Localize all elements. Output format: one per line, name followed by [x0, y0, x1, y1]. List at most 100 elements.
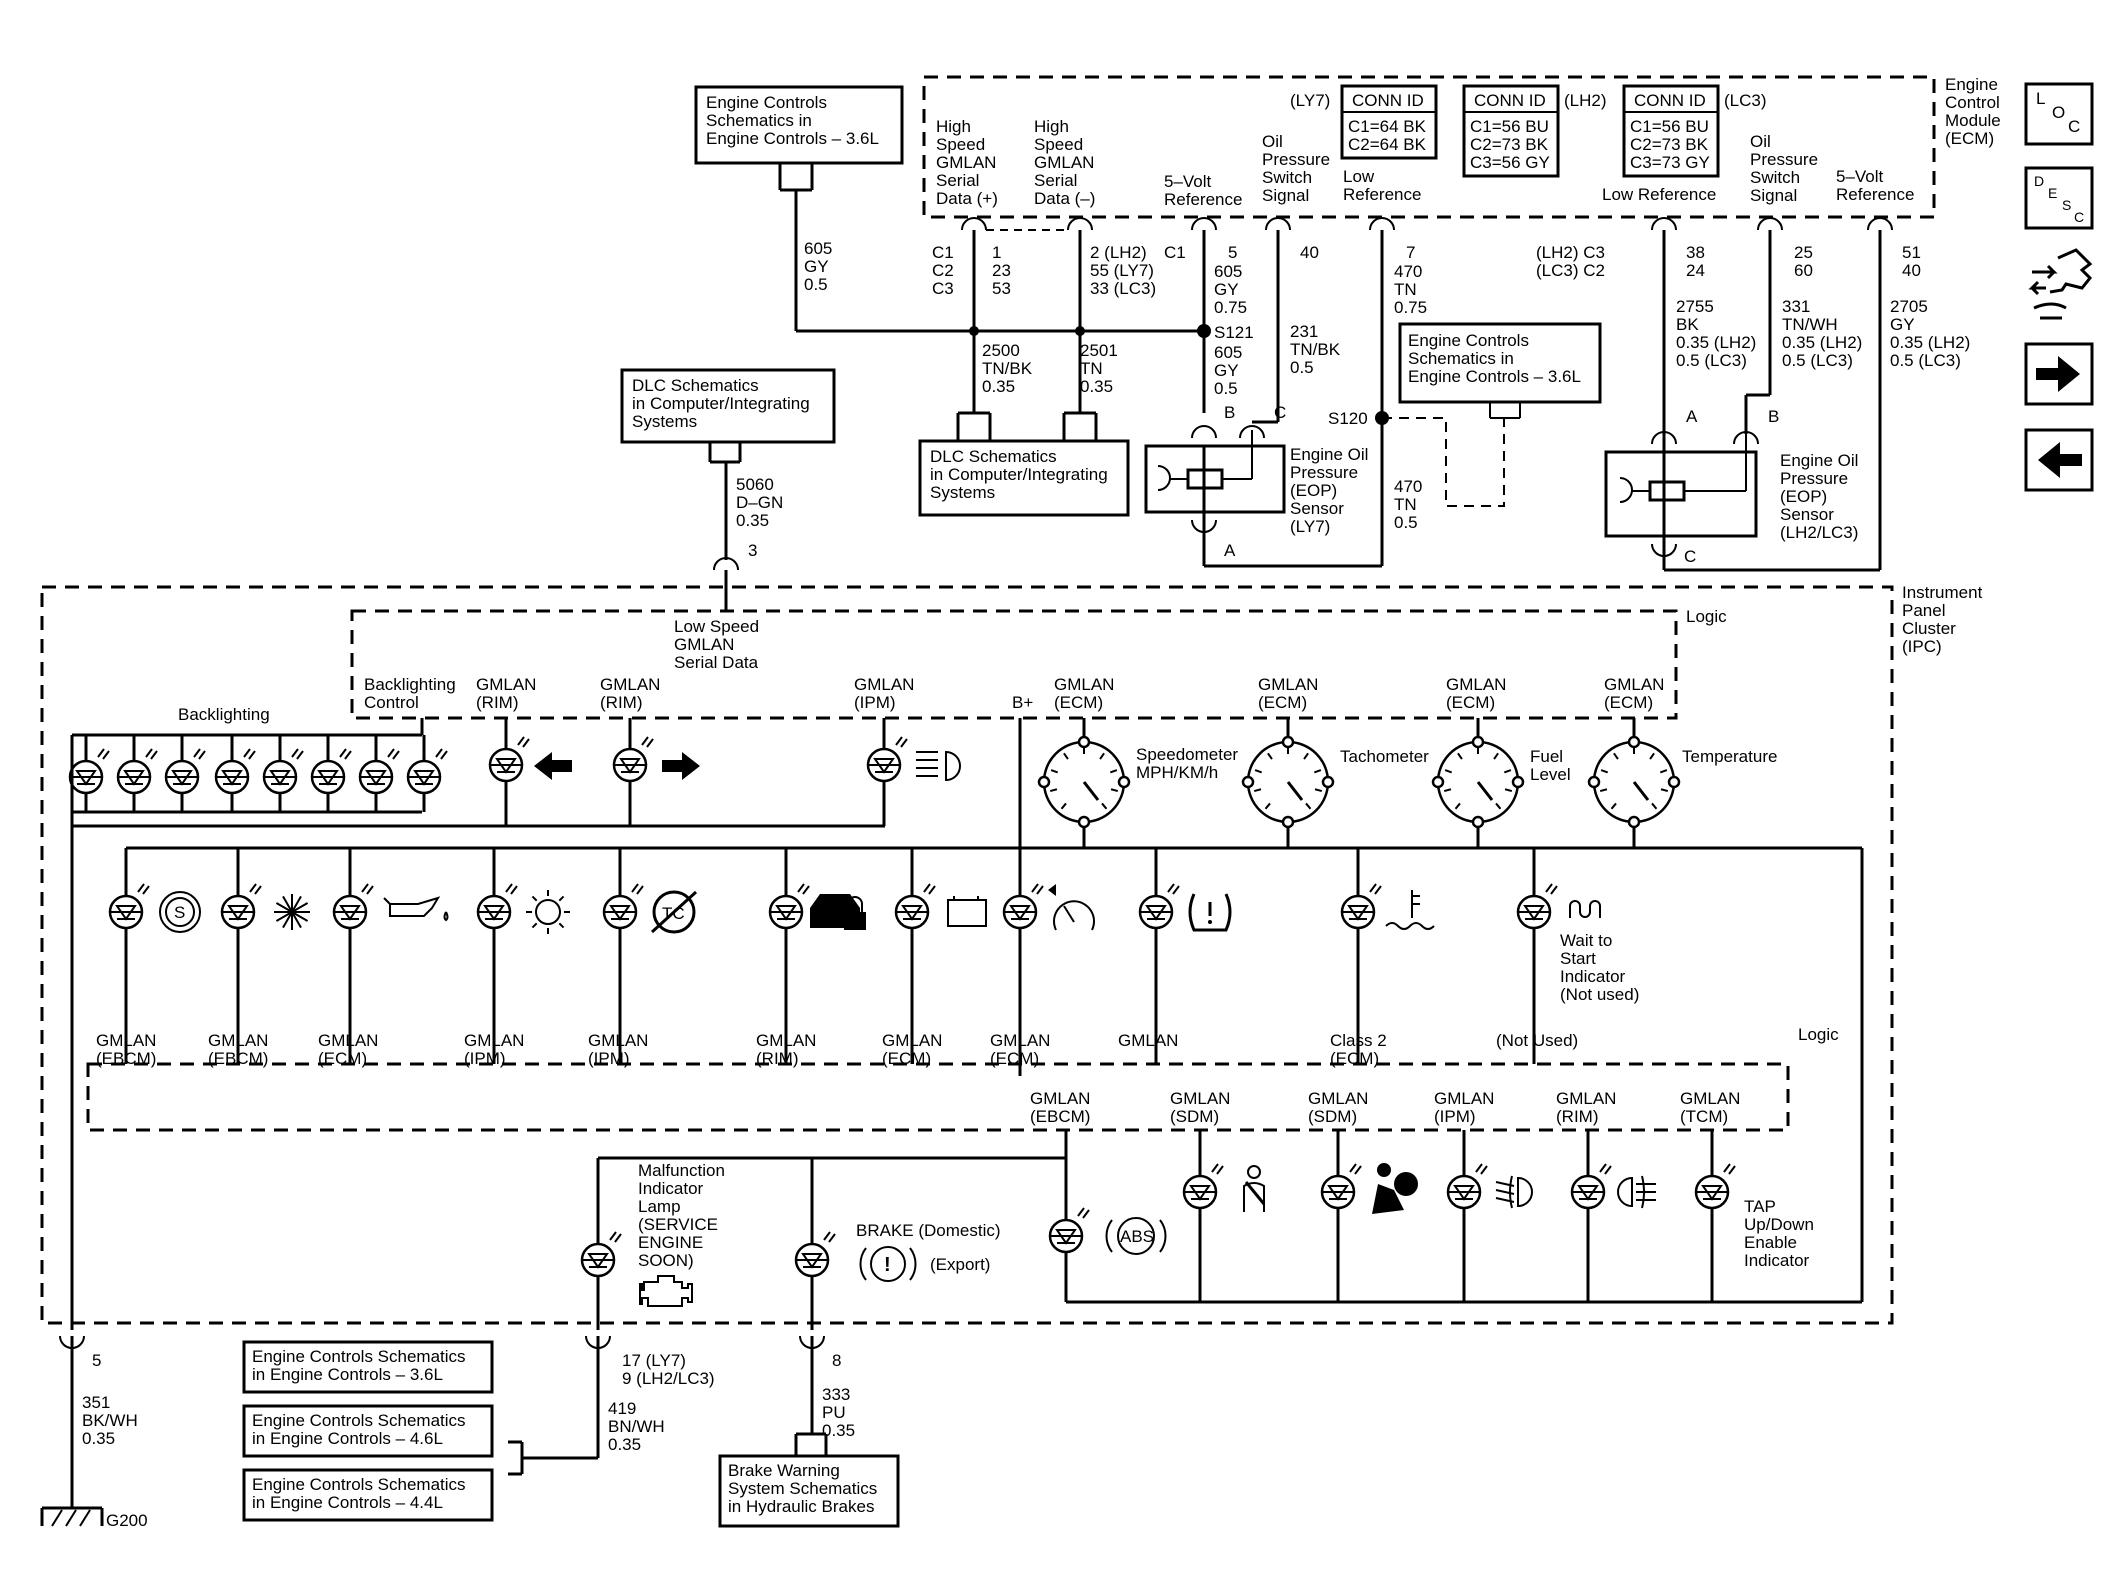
svg-text:24: 24: [1686, 261, 1705, 280]
brake-export-label: (Export): [930, 1255, 990, 1274]
middle-label-line1: (Not Used): [1496, 1031, 1578, 1050]
sun-icon: [526, 890, 570, 934]
light-rays: [1031, 883, 1044, 895]
svg-text:High: High: [1034, 117, 1069, 136]
svg-text:Engine Oil: Engine Oil: [1290, 445, 1368, 464]
wire-470-075: 470 TN 0.75: [1394, 262, 1427, 317]
svg-text:Indicator: Indicator: [638, 1179, 704, 1198]
svg-text:!: !: [884, 1254, 891, 1276]
airbag-icon: [1372, 1163, 1418, 1214]
wire-2755: 2755 BK 0.35 (LH2) 0.5 (LC3): [1676, 297, 1756, 370]
svg-text:Schematics in: Schematics in: [706, 111, 812, 130]
desc-button[interactable]: D E S C: [2024, 166, 2094, 230]
pins-hs-pos: 1 23 53: [992, 243, 1011, 298]
svg-text:E: E: [2048, 185, 2057, 201]
gauge-label-module: (ECM): [1446, 693, 1495, 712]
gauge-label-gmlan: GMLAN: [1446, 675, 1506, 694]
svg-text:BK/WH: BK/WH: [82, 1411, 138, 1430]
ref-box-engine-controls-36-top[interactable]: Engine Controls Schematics in Engine Con…: [694, 85, 904, 165]
ref-box-dlc-top[interactable]: DLC Schematics in Computer/Integrating S…: [620, 368, 836, 444]
svg-text:Indicator: Indicator: [1560, 967, 1626, 986]
ref-box-engine-controls-36-mid[interactable]: Engine Controls Schematics in Engine Con…: [1398, 322, 1602, 404]
svg-text:351: 351: [82, 1393, 110, 1412]
ref-box-brake-warning[interactable]: Brake Warning System Schematics in Hydra…: [718, 1454, 900, 1528]
bottom-label-gmlan: GMLAN: [1680, 1089, 1740, 1108]
wire-2501: 2501 TN 0.35: [1080, 341, 1118, 396]
svg-text:331: 331: [1782, 297, 1810, 316]
bottom-external-wires: [70, 1336, 828, 1508]
svg-text:17 (LY7): 17 (LY7): [622, 1351, 686, 1370]
ref-box-engine-controls-44-bottom[interactable]: Engine Controls Schematics in Engine Con…: [242, 1468, 494, 1522]
svg-text:Engine: Engine: [1945, 75, 1998, 94]
svg-text:C: C: [1684, 547, 1696, 566]
svg-text:0.5 (LC3): 0.5 (LC3): [1890, 351, 1961, 370]
gauge-dial: [1587, 735, 1681, 829]
svg-text:S: S: [2062, 197, 2071, 213]
fuel-level-label: Fuel: [1530, 747, 1563, 766]
svg-text:Indicator: Indicator: [1744, 1251, 1810, 1270]
pin-5-label: 5: [1228, 243, 1237, 262]
svg-text:Pressure: Pressure: [1780, 469, 1848, 488]
middle-label-line1: Class 2: [1330, 1031, 1387, 1050]
headlamp-icon: [916, 750, 961, 782]
next-page-button[interactable]: [2024, 342, 2094, 406]
svg-text:C2: C2: [932, 261, 954, 280]
top-label-module: (IPM): [854, 693, 896, 712]
bottom-label-module: (RIM): [1556, 1107, 1598, 1126]
svg-text:0.5: 0.5: [1290, 358, 1314, 377]
loc-button[interactable]: L O C: [2024, 82, 2094, 146]
ipc-module-outline: [40, 585, 1894, 1325]
svg-text:0.35 (LH2): 0.35 (LH2): [1782, 333, 1862, 352]
svg-text:(LC3) C2: (LC3) C2: [1536, 261, 1605, 280]
svg-text:TN: TN: [1394, 280, 1417, 299]
bottom-label-gmlan: GMLAN: [1434, 1089, 1494, 1108]
light-rays: [517, 736, 530, 748]
svg-text:Systems: Systems: [632, 412, 697, 431]
svg-text:605: 605: [804, 239, 832, 258]
svg-text:(LY7): (LY7): [1290, 91, 1330, 110]
light-rays: [1599, 1163, 1612, 1175]
svg-text:GMLAN: GMLAN: [674, 635, 734, 654]
ref-box-engine-controls-46-bottom[interactable]: Engine Controls Schematics in Engine Con…: [242, 1404, 494, 1458]
svg-text:0.75: 0.75: [1214, 298, 1247, 317]
light-rays: [797, 883, 810, 895]
middle-indicators: GMLAN(EBCM)SGMLAN(EBCM)GMLAN(ECM)GMLAN(I…: [96, 848, 1601, 1068]
top-label-gmlan: GMLAN: [600, 675, 660, 694]
svg-text:Sensor: Sensor: [1780, 505, 1834, 524]
gauge-needle: [1082, 781, 1100, 801]
svg-text:Switch: Switch: [1262, 168, 1312, 187]
svg-text:0.35: 0.35: [982, 377, 1015, 396]
svg-text:C1=56 BU: C1=56 BU: [1470, 117, 1549, 136]
svg-text:40: 40: [1902, 261, 1921, 280]
svg-text:Signal: Signal: [1750, 186, 1797, 205]
light-rays: [631, 883, 644, 895]
top-label-module: (RIM): [600, 693, 642, 712]
svg-text:D–GN: D–GN: [736, 493, 783, 512]
svg-text:GY: GY: [1214, 280, 1239, 299]
svg-text:in Computer/Integrating: in Computer/Integrating: [632, 394, 810, 413]
svg-text:GY: GY: [1214, 361, 1239, 380]
brake-domestic-label: BRAKE (Domestic): [856, 1221, 1001, 1240]
lock-icon: [810, 894, 866, 930]
connector-c1-c2-c3: C1 C2 C3: [932, 243, 954, 298]
bottom-label-module: (IPM): [1434, 1107, 1476, 1126]
ref-box-dlc-mid[interactable]: DLC Schematics in Computer/Integrating S…: [918, 439, 1130, 517]
previous-page-button[interactable]: [2024, 428, 2094, 492]
svg-text:DLC Schematics: DLC Schematics: [632, 376, 759, 395]
tachometer-label: Tachometer: [1340, 747, 1429, 766]
svg-text:Wait to: Wait to: [1560, 931, 1612, 950]
mil-engine-icon: [639, 1275, 693, 1307]
middle-label-line2: (IPM): [464, 1049, 506, 1068]
svg-text:SOON): SOON): [638, 1251, 694, 1270]
svg-text:0.5: 0.5: [1394, 513, 1418, 532]
svg-text:Enable: Enable: [1744, 1233, 1797, 1252]
gauge-dial: [1037, 735, 1131, 829]
coolant-icon: [1385, 890, 1435, 930]
ref-box-engine-controls-36-bottom[interactable]: Engine Controls Schematics in Engine Con…: [242, 1340, 494, 1394]
light-rays: [435, 748, 448, 760]
svg-text:Backlighting: Backlighting: [364, 675, 456, 694]
connector-view-button[interactable]: [2028, 248, 2093, 320]
light-rays: [609, 1231, 622, 1243]
